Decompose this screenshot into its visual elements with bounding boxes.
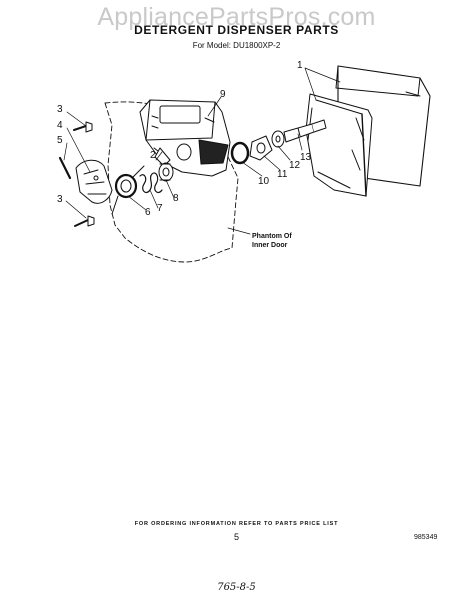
watermark: AppliancePartsPros.com — [97, 3, 376, 31]
dispenser-lid — [75, 159, 113, 204]
callout-5: 5 — [57, 135, 63, 146]
phantom-note-line-1: Phantom Of — [252, 233, 292, 240]
callout-4: 4 — [57, 120, 63, 131]
page-number: 5 — [233, 532, 239, 542]
bushing — [158, 162, 174, 182]
callout-6: 6 — [145, 207, 151, 218]
washer — [271, 130, 285, 148]
callout-8: 8 — [173, 193, 179, 204]
callout-3-lower: 3 — [57, 194, 63, 205]
callout-7: 7 — [157, 203, 163, 214]
phantom-note: Phantom Of Inner Door — [252, 232, 292, 250]
callout-1: 1 — [297, 60, 303, 71]
ordering-note: FOR ORDERING INFORMATION REFER TO PARTS … — [134, 521, 339, 527]
model-subtitle: For Model: DU1800XP-2 — [192, 41, 281, 50]
outer-door-panel — [305, 65, 431, 197]
handwritten-note: 765-8-5 — [217, 582, 256, 593]
dispenser-shaft — [283, 119, 327, 143]
document-number: 985349 — [414, 534, 438, 541]
phantom-note-line-2: Inner Door — [252, 242, 288, 249]
leader-lines — [63, 67, 341, 235]
callout-13: 13 — [300, 152, 312, 163]
screw-upper — [73, 121, 93, 133]
hinge-pin — [58, 156, 72, 180]
dispenser-housing — [139, 99, 231, 177]
retainer — [249, 135, 273, 161]
callout-3-upper: 3 — [57, 104, 63, 115]
callout-10: 10 — [258, 176, 270, 187]
callout-12: 12 — [289, 160, 301, 171]
diagram-title: DETERGENT DISPENSER PARTS — [134, 23, 339, 37]
callout-9: 9 — [220, 89, 226, 100]
o-ring — [230, 141, 250, 165]
torsion-spring — [111, 165, 145, 215]
callout-11: 11 — [277, 169, 288, 180]
screw-lower — [74, 215, 95, 227]
coil-spring — [139, 172, 163, 194]
callout-2: 2 — [150, 150, 156, 161]
